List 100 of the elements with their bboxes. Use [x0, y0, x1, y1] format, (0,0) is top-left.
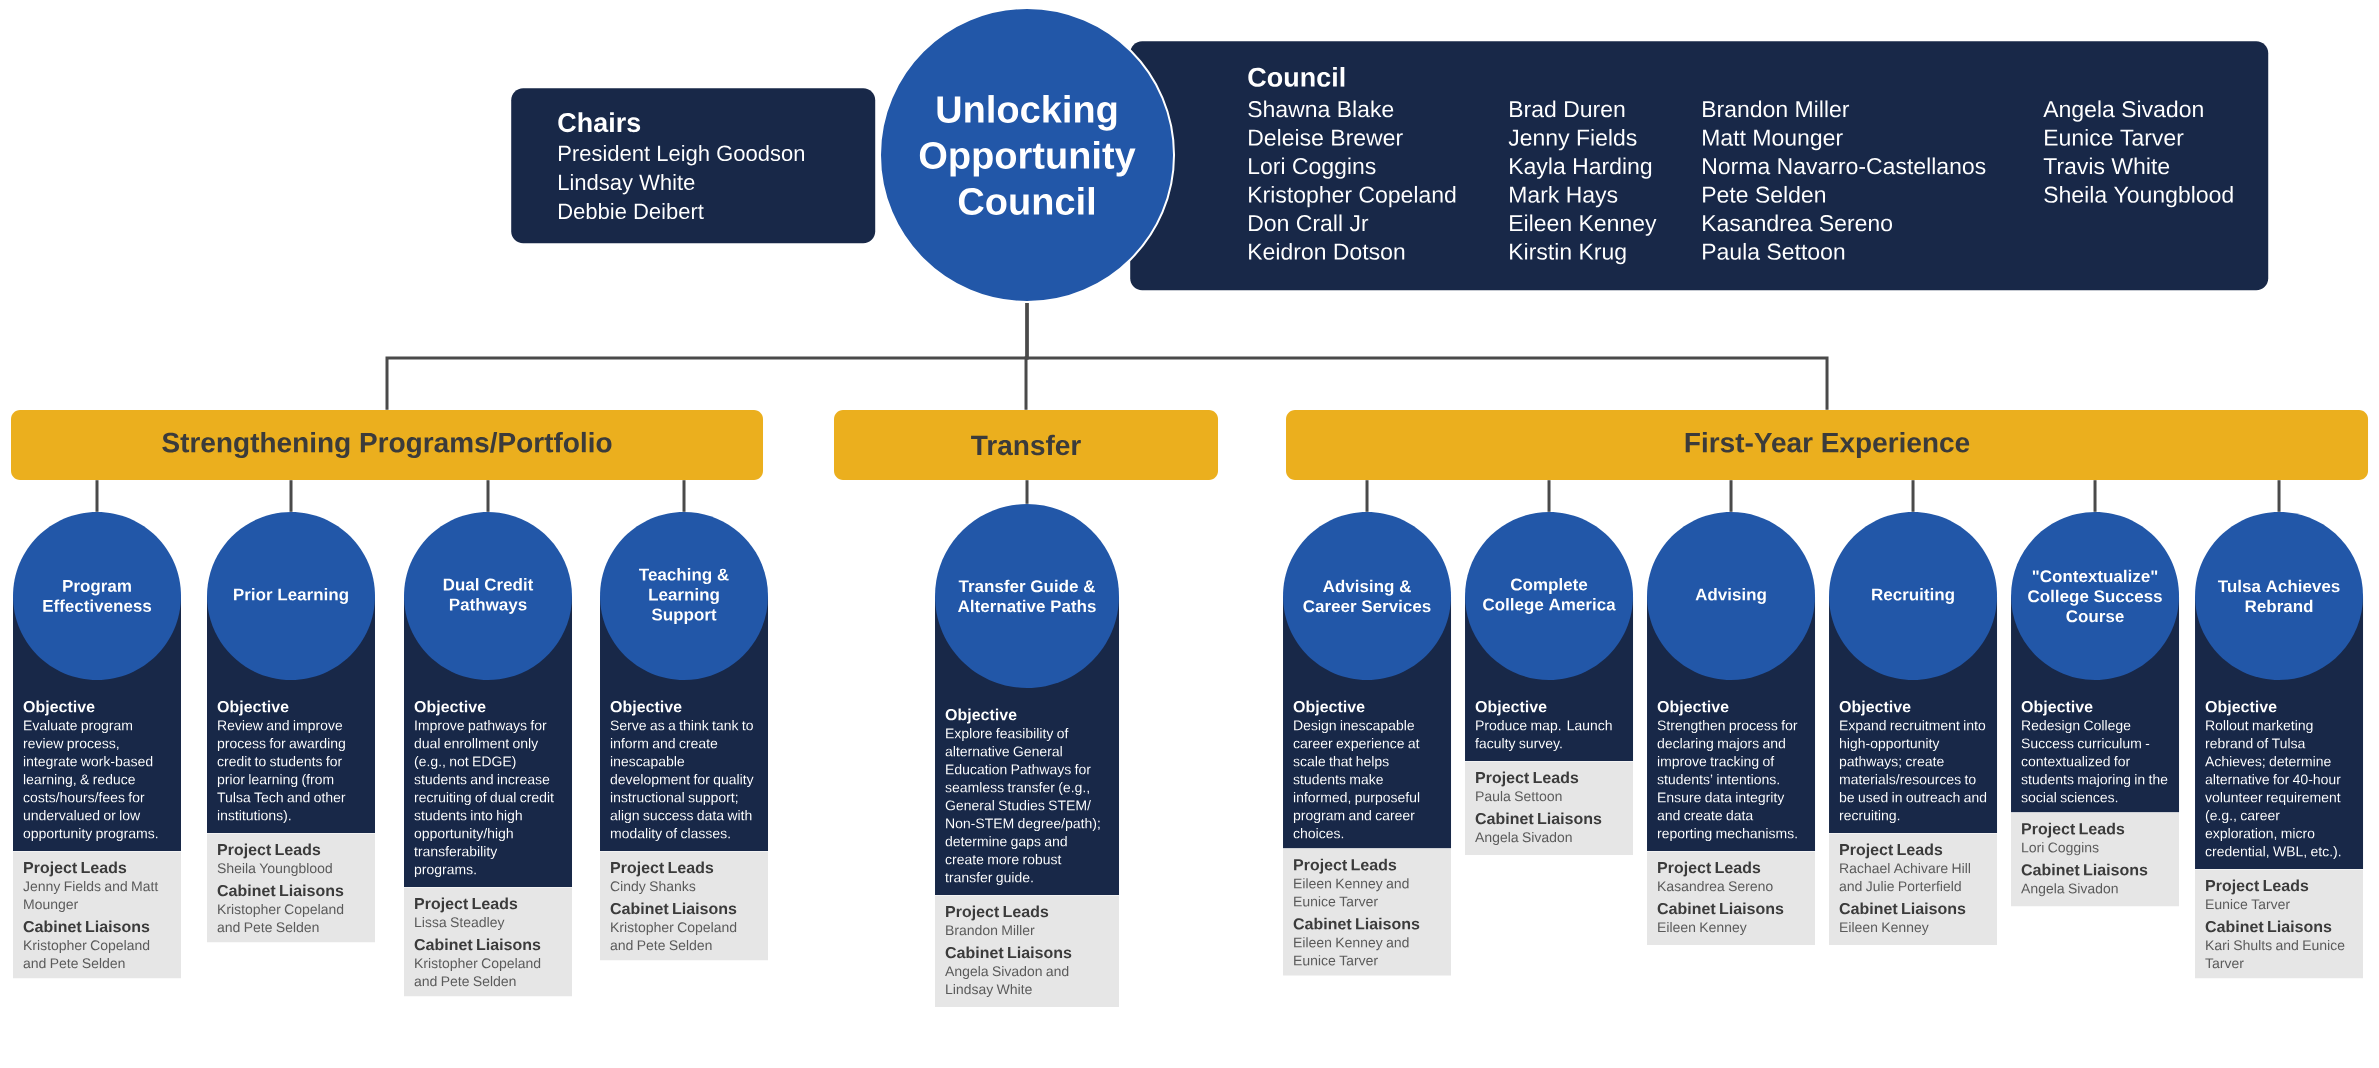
member-name: Jenny Fields	[1508, 128, 1637, 151]
objective-text: Produce map. Launch faculty survey.	[1475, 720, 1612, 752]
member-name: President Leigh Goodson	[559, 144, 804, 166]
objective-text: Explore feasibility of alternative General Education Pathways for seamless transfer (e.g., General Studies STEM/ Non-STEM degree/path); determine gaps and create more robust transfer guide.	[945, 728, 1100, 886]
person-names: Jenny Fields and Matt Mounger	[23, 880, 159, 912]
objective-text: Review and improve process for awarding credit to students for prior learning (from Tulsa Tech and other institutions).	[217, 720, 346, 824]
card-title: Tulsa Achieves Rebrand	[2217, 579, 2340, 613]
person-names: Sheila Youngblood	[217, 862, 332, 876]
objective-text: Serve as a think tank to inform and create inescapable development for quality instructional support; align success data with modality of classes.	[610, 720, 754, 842]
card-title: Program Effectiveness	[43, 580, 152, 612]
person-names: Eileen Kenney and Eunice Tarver	[1294, 878, 1409, 907]
member-name: Angela Sivadon	[2043, 100, 2203, 122]
project-card	[1829, 512, 1998, 945]
member-name: Eileen Kenney	[1510, 214, 1657, 236]
card-title: Dual Credit Pathways	[443, 578, 534, 614]
section-heading: Cabinet Liaisons	[610, 902, 737, 915]
section-heading: Objective	[2021, 700, 2093, 716]
card-title: Advising & Career Services	[1303, 579, 1431, 613]
objective-text: Redesign College Success curriculum - contextualized for students majoring in the social sciences.	[2021, 720, 2168, 803]
section-heading: Project Leads	[415, 897, 518, 913]
connector-line	[1365, 480, 1369, 512]
connector-line	[289, 480, 293, 512]
section-heading: Project Leads	[1294, 858, 1397, 874]
member-name: Matt Mounger	[1703, 129, 1843, 151]
section-heading: Project Leads	[611, 861, 714, 877]
project-card	[1283, 512, 1451, 976]
member-name: Paula Settoon	[1703, 242, 1845, 260]
card-title: Teaching & Learning Support	[639, 568, 729, 624]
person-names: Cindy Shanks	[610, 880, 696, 894]
section-heading: Project Leads	[218, 843, 321, 859]
member-name: Lindsay White	[559, 173, 695, 195]
category-band	[11, 410, 763, 480]
panel-heading: Council	[1248, 67, 1345, 87]
section-heading: Project Leads	[2206, 879, 2309, 895]
connector-line	[1025, 480, 1029, 504]
member-name: Kasandrea Sereno	[1703, 214, 1892, 232]
member-name: Kristopher Copeland	[1249, 185, 1456, 208]
card-title: "Contextualize" College Success Course	[2028, 569, 2162, 623]
band-heading: Strengthening Programs/Portfolio	[162, 431, 612, 459]
title-circle	[879, 7, 1175, 303]
section-heading: Cabinet Liaisons	[945, 946, 1072, 959]
project-card	[207, 512, 375, 943]
section-heading: Cabinet Liaisons	[217, 884, 344, 897]
section-heading: Objective	[1839, 700, 1911, 716]
member-name: Brandon Miller	[1703, 100, 1850, 118]
section-heading: Project Leads	[24, 861, 127, 877]
person-names: Kari Shults and Eunice Tarver	[2205, 939, 2345, 969]
project-card	[1647, 512, 1815, 945]
member-name: Travis White	[2043, 157, 2170, 175]
member-name: Keidron Dotson	[1249, 242, 1405, 260]
connector-line	[1547, 480, 1551, 512]
objective-text: Expand recruitment into high-opportunity pathways; create materials/resources to be used in outreach and recruiting.	[1839, 720, 1987, 824]
member-name: Kirstin Krug	[1510, 242, 1626, 265]
connector-line	[1911, 480, 1915, 512]
member-name: Kayla Harding	[1510, 157, 1652, 179]
section-heading: Cabinet Liaisons	[2021, 863, 2148, 876]
section-heading: Project Leads	[946, 905, 1049, 921]
person-names: Kristopher Copeland and Pete Selden	[414, 957, 541, 987]
connector-line	[486, 480, 490, 512]
card-title: Recruiting	[1872, 588, 1954, 604]
section-heading: Project Leads	[1476, 771, 1579, 787]
person-names: Eileen Kenney	[1840, 921, 1929, 935]
connector-line	[2277, 480, 2281, 512]
section-heading: Objective	[414, 700, 486, 716]
card-title: Prior Learning	[234, 588, 348, 604]
member-name: Eunice Tarver	[2045, 128, 2184, 146]
person-names: Kristopher Copeland and Pete Selden	[217, 903, 344, 933]
section-heading: Objective	[945, 708, 1017, 724]
member-name: Debbie Deibert	[559, 202, 704, 220]
project-card	[2011, 512, 2180, 907]
person-names: Angela Sivadon	[1475, 831, 1572, 845]
connector-line	[682, 480, 686, 512]
section-heading: Objective	[1657, 700, 1729, 716]
person-names: Eileen Kenney and Eunice Tarver	[1294, 937, 1409, 966]
project-card	[600, 512, 768, 961]
project-card	[1465, 512, 1633, 855]
connector-line	[95, 480, 99, 512]
objective-text: Evaluate program review process, integrate work-based learning, & reduce costs/hours/fees for undervalued or low opportunity programs.	[23, 720, 158, 842]
panel-heading: Chairs	[558, 112, 641, 133]
member-name: Lori Coggins	[1249, 157, 1376, 179]
member-name: Brad Duren	[1510, 100, 1625, 118]
connector-line	[1025, 303, 1829, 410]
member-name: Shawna Blake	[1248, 100, 1394, 118]
person-names: Angela Sivadon	[2021, 883, 2118, 897]
chairs-panel	[511, 88, 876, 244]
member-name: Mark Hays	[1510, 185, 1618, 208]
member-name: Norma Navarro-Castellanos	[1703, 157, 1986, 175]
connector-line	[2093, 480, 2097, 512]
card-title: Complete College America	[1483, 578, 1616, 614]
project-card	[2195, 512, 2364, 979]
section-heading: Objective	[610, 700, 682, 716]
section-heading: Cabinet Liaisons	[1839, 902, 1966, 915]
person-names: Eunice Tarver	[2206, 898, 2290, 910]
section-heading: Project Leads	[1658, 861, 1761, 877]
section-heading: Project Leads	[1840, 843, 1943, 859]
section-heading: Cabinet Liaisons	[2205, 920, 2332, 933]
connector-line	[1729, 480, 1733, 512]
card-title: Advising	[1695, 588, 1766, 604]
person-names: Rachael Achivare Hill and Julie Porterfield	[1839, 862, 1970, 892]
category-band	[834, 410, 1218, 480]
